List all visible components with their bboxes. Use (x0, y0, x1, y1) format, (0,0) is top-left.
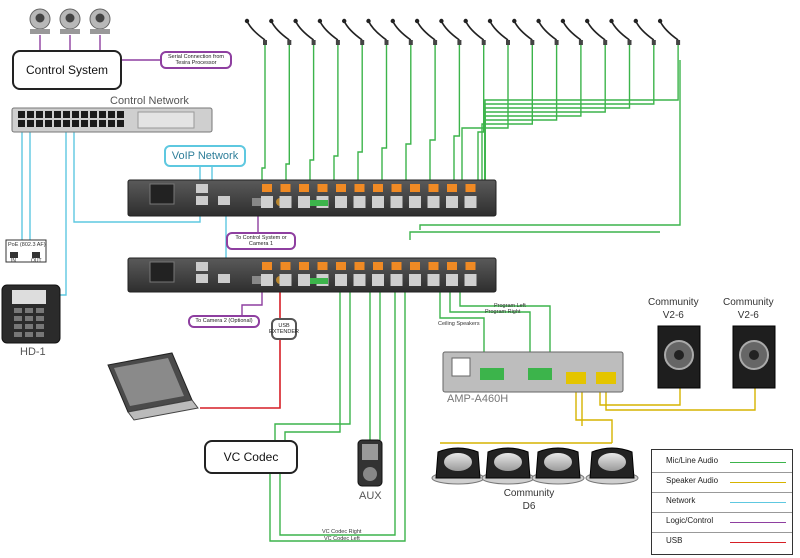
camera-group (29, 8, 111, 34)
ceiling-speaker-icon (585, 447, 639, 485)
speaker-v2-left (657, 325, 701, 389)
microphone-icon (633, 18, 656, 45)
microphone-icon (439, 18, 462, 45)
poe-in-label: IN (11, 258, 16, 264)
usb-extender-callout: USB EXTENDER (269, 318, 299, 340)
usb-wires (200, 292, 281, 409)
legend-swatch-speaker (730, 482, 786, 483)
gooseneck-mics (244, 18, 681, 45)
vc-codec-label: VC Codec (223, 450, 279, 464)
legend-swatch-network (730, 502, 786, 503)
microphone-icon (609, 18, 632, 45)
microphone-icon (390, 18, 413, 45)
community-v2-right-label: Community V2-6 (723, 297, 774, 321)
camera-icon-3 (89, 8, 111, 34)
control-system-box: Control System (12, 50, 122, 90)
lower-green-wires (269, 60, 681, 542)
aux-player-icon (357, 439, 383, 487)
microphone-icon (512, 18, 535, 45)
microphone-icon (269, 18, 292, 45)
control-network-label: Control Network (110, 95, 189, 107)
community-d6-label: Community D6 (503, 488, 555, 512)
microphone-icon (536, 18, 559, 45)
tesira-unit-lower (127, 257, 497, 293)
ceiling-speakers-label: Ceiling Speakers (438, 321, 480, 327)
camera-icon-1 (29, 8, 51, 34)
to-control-camera-callout: To Control System or Camera 1 (226, 232, 296, 250)
microphone-icon (414, 18, 438, 45)
vc-codec-box: VC Codec (204, 440, 298, 474)
microphone-icon (244, 18, 267, 45)
legend-row-network: Network (652, 492, 792, 513)
legend-row-mic: Mic/Line Audio (652, 452, 792, 473)
legend-row-speaker: Speaker Audio (652, 472, 792, 493)
program-left-label: Program Left (494, 303, 526, 309)
serial-note: Serial Connection from Tesira Processor (160, 51, 232, 69)
program-right-label: Program Right (485, 309, 521, 315)
ceiling-speaker-icon (531, 447, 585, 485)
microphone-icon (560, 18, 583, 45)
speaker-v2-right (732, 325, 776, 389)
poe-out-label: OUT (31, 258, 42, 264)
camera-icon-2 (59, 8, 81, 34)
tesira-unit-upper (127, 179, 497, 217)
ceiling-speaker-icon (431, 447, 485, 485)
poe-injector (5, 239, 47, 263)
microphone-icon (463, 18, 486, 45)
control-system-label: Control System (25, 63, 109, 77)
microphone-icon (366, 18, 389, 45)
legend-swatch-mic (730, 462, 786, 463)
microphone-icon (585, 18, 608, 45)
speaker-wires (440, 388, 756, 444)
aux-label: AUX (359, 490, 382, 502)
microphone-icon (487, 18, 510, 45)
legend-swatch-logic (730, 522, 786, 523)
ceiling-speaker-icon (481, 447, 535, 485)
legend-swatch-usb (730, 542, 786, 543)
legend-row-usb: USB (652, 532, 792, 552)
ceiling-speakers-d6 (431, 447, 639, 485)
voip-network-label: VoIP Network (164, 145, 246, 167)
microphone-icon (293, 18, 316, 45)
laptop-icon (107, 352, 199, 421)
legend-row-logic: Logic/Control (652, 512, 792, 533)
legend: Mic/Line Audio Speaker Audio Network Log… (651, 449, 793, 555)
mic-line-wires (261, 45, 679, 180)
vc-codec-left-label: VC Codec Left (324, 536, 360, 542)
amp-model-label: AMP-A460H (447, 393, 509, 405)
poe-label: PoE (802.3 AF) (8, 242, 46, 248)
vc-codec-right-label: VC Codec Right (322, 529, 362, 535)
network-switch (11, 107, 213, 133)
hd1-label: HD-1 (20, 346, 46, 358)
hd1-phone (1, 284, 61, 344)
amp-a460h (442, 351, 624, 393)
microphone-icon (317, 18, 340, 45)
community-v2-left-label: Community V2-6 (648, 297, 699, 321)
to-camera2-callout: To Camera 2 (Optional) (188, 315, 260, 328)
microphone-icon (657, 18, 681, 45)
microphone-icon (342, 18, 365, 45)
